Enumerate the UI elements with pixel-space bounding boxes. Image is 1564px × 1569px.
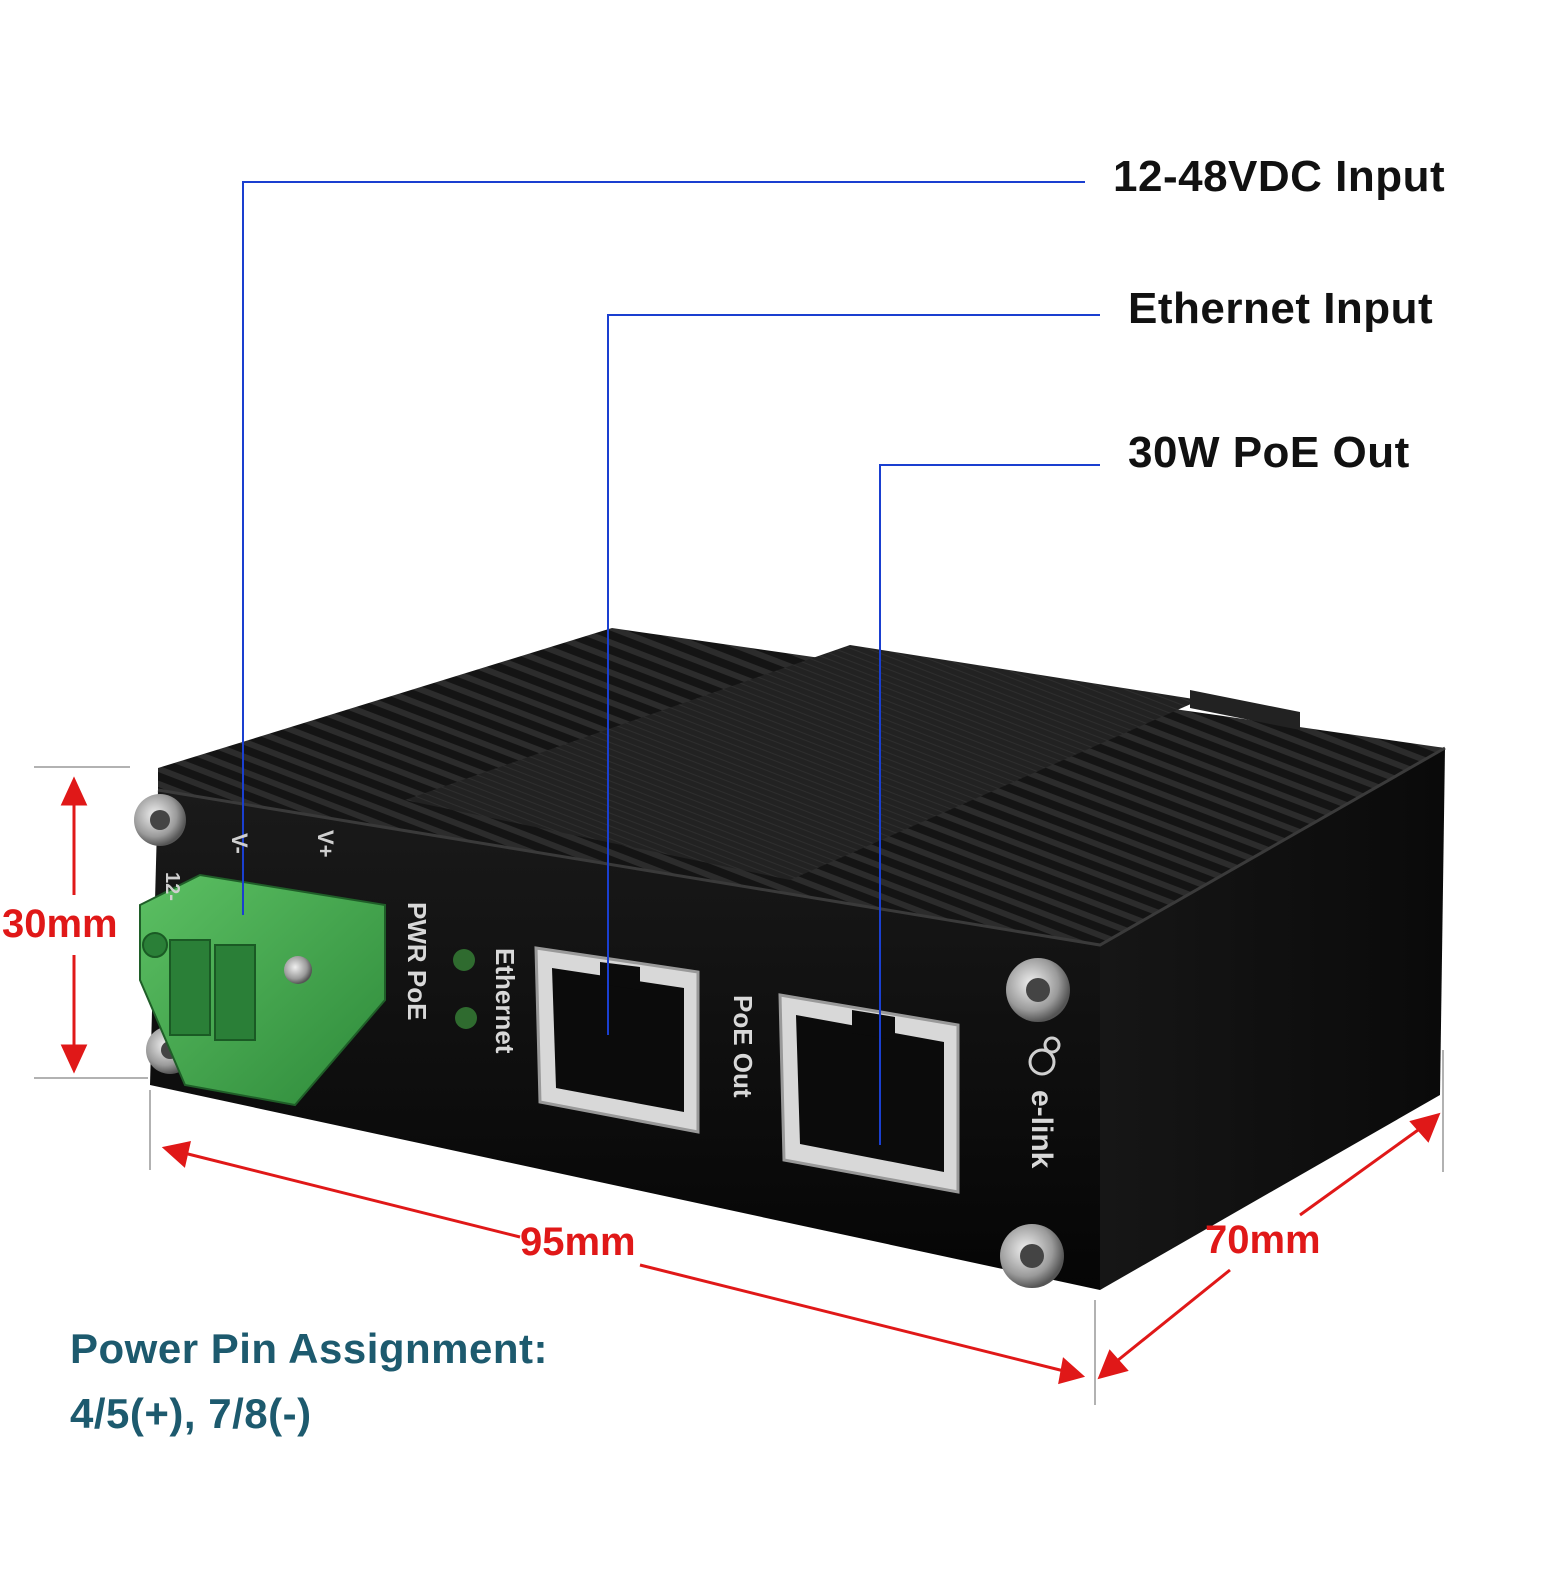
extension-lines (34, 766, 1444, 1405)
screw-bottom-right (1000, 1224, 1064, 1288)
dimension-arrows (60, 776, 1441, 1385)
dimension-depth: 70mm (1205, 1218, 1321, 1262)
leader-lines (242, 181, 1100, 1145)
pin-assignment-title: Power Pin Assignment: (70, 1325, 549, 1372)
brand-logo-icon (1028, 1036, 1061, 1076)
leader-poe-out (879, 464, 1100, 1145)
housing-side (1100, 748, 1445, 1290)
leader-ethernet-input (607, 314, 1100, 1035)
poe-out-port-label: PoE Out (728, 995, 758, 1098)
dimension-height: 30mm (2, 902, 118, 946)
pwr-led (453, 949, 475, 971)
v-minus-label: V- (227, 833, 252, 854)
callout-dc-input: 12-48VDC Input (1113, 152, 1446, 201)
screw-top-right (1006, 958, 1070, 1022)
voltage-stub-label: 12- (161, 872, 183, 901)
poe-out-port (778, 993, 960, 1194)
ethernet-label: Ethernet (490, 948, 520, 1054)
leader-dc-input (242, 181, 1085, 915)
v-plus-label: V+ (313, 830, 338, 858)
ethernet-input-port (534, 946, 700, 1134)
pwr-poe-label: PWR PoE (402, 902, 432, 1020)
callout-ethernet-input: Ethernet Input (1128, 284, 1434, 333)
brand-logo: e-link (1025, 1090, 1058, 1169)
din-rail-clip (1190, 690, 1300, 730)
housing-top-plate (405, 645, 1200, 880)
pin-assignment-value: 4/5(+), 7/8(-) (70, 1390, 312, 1437)
terminal-block (139, 873, 386, 1107)
dimension-width: 95mm (520, 1220, 636, 1264)
screw-top-left (134, 794, 186, 846)
poe-led (455, 1007, 477, 1029)
callout-poe-out: 30W PoE Out (1128, 428, 1410, 477)
